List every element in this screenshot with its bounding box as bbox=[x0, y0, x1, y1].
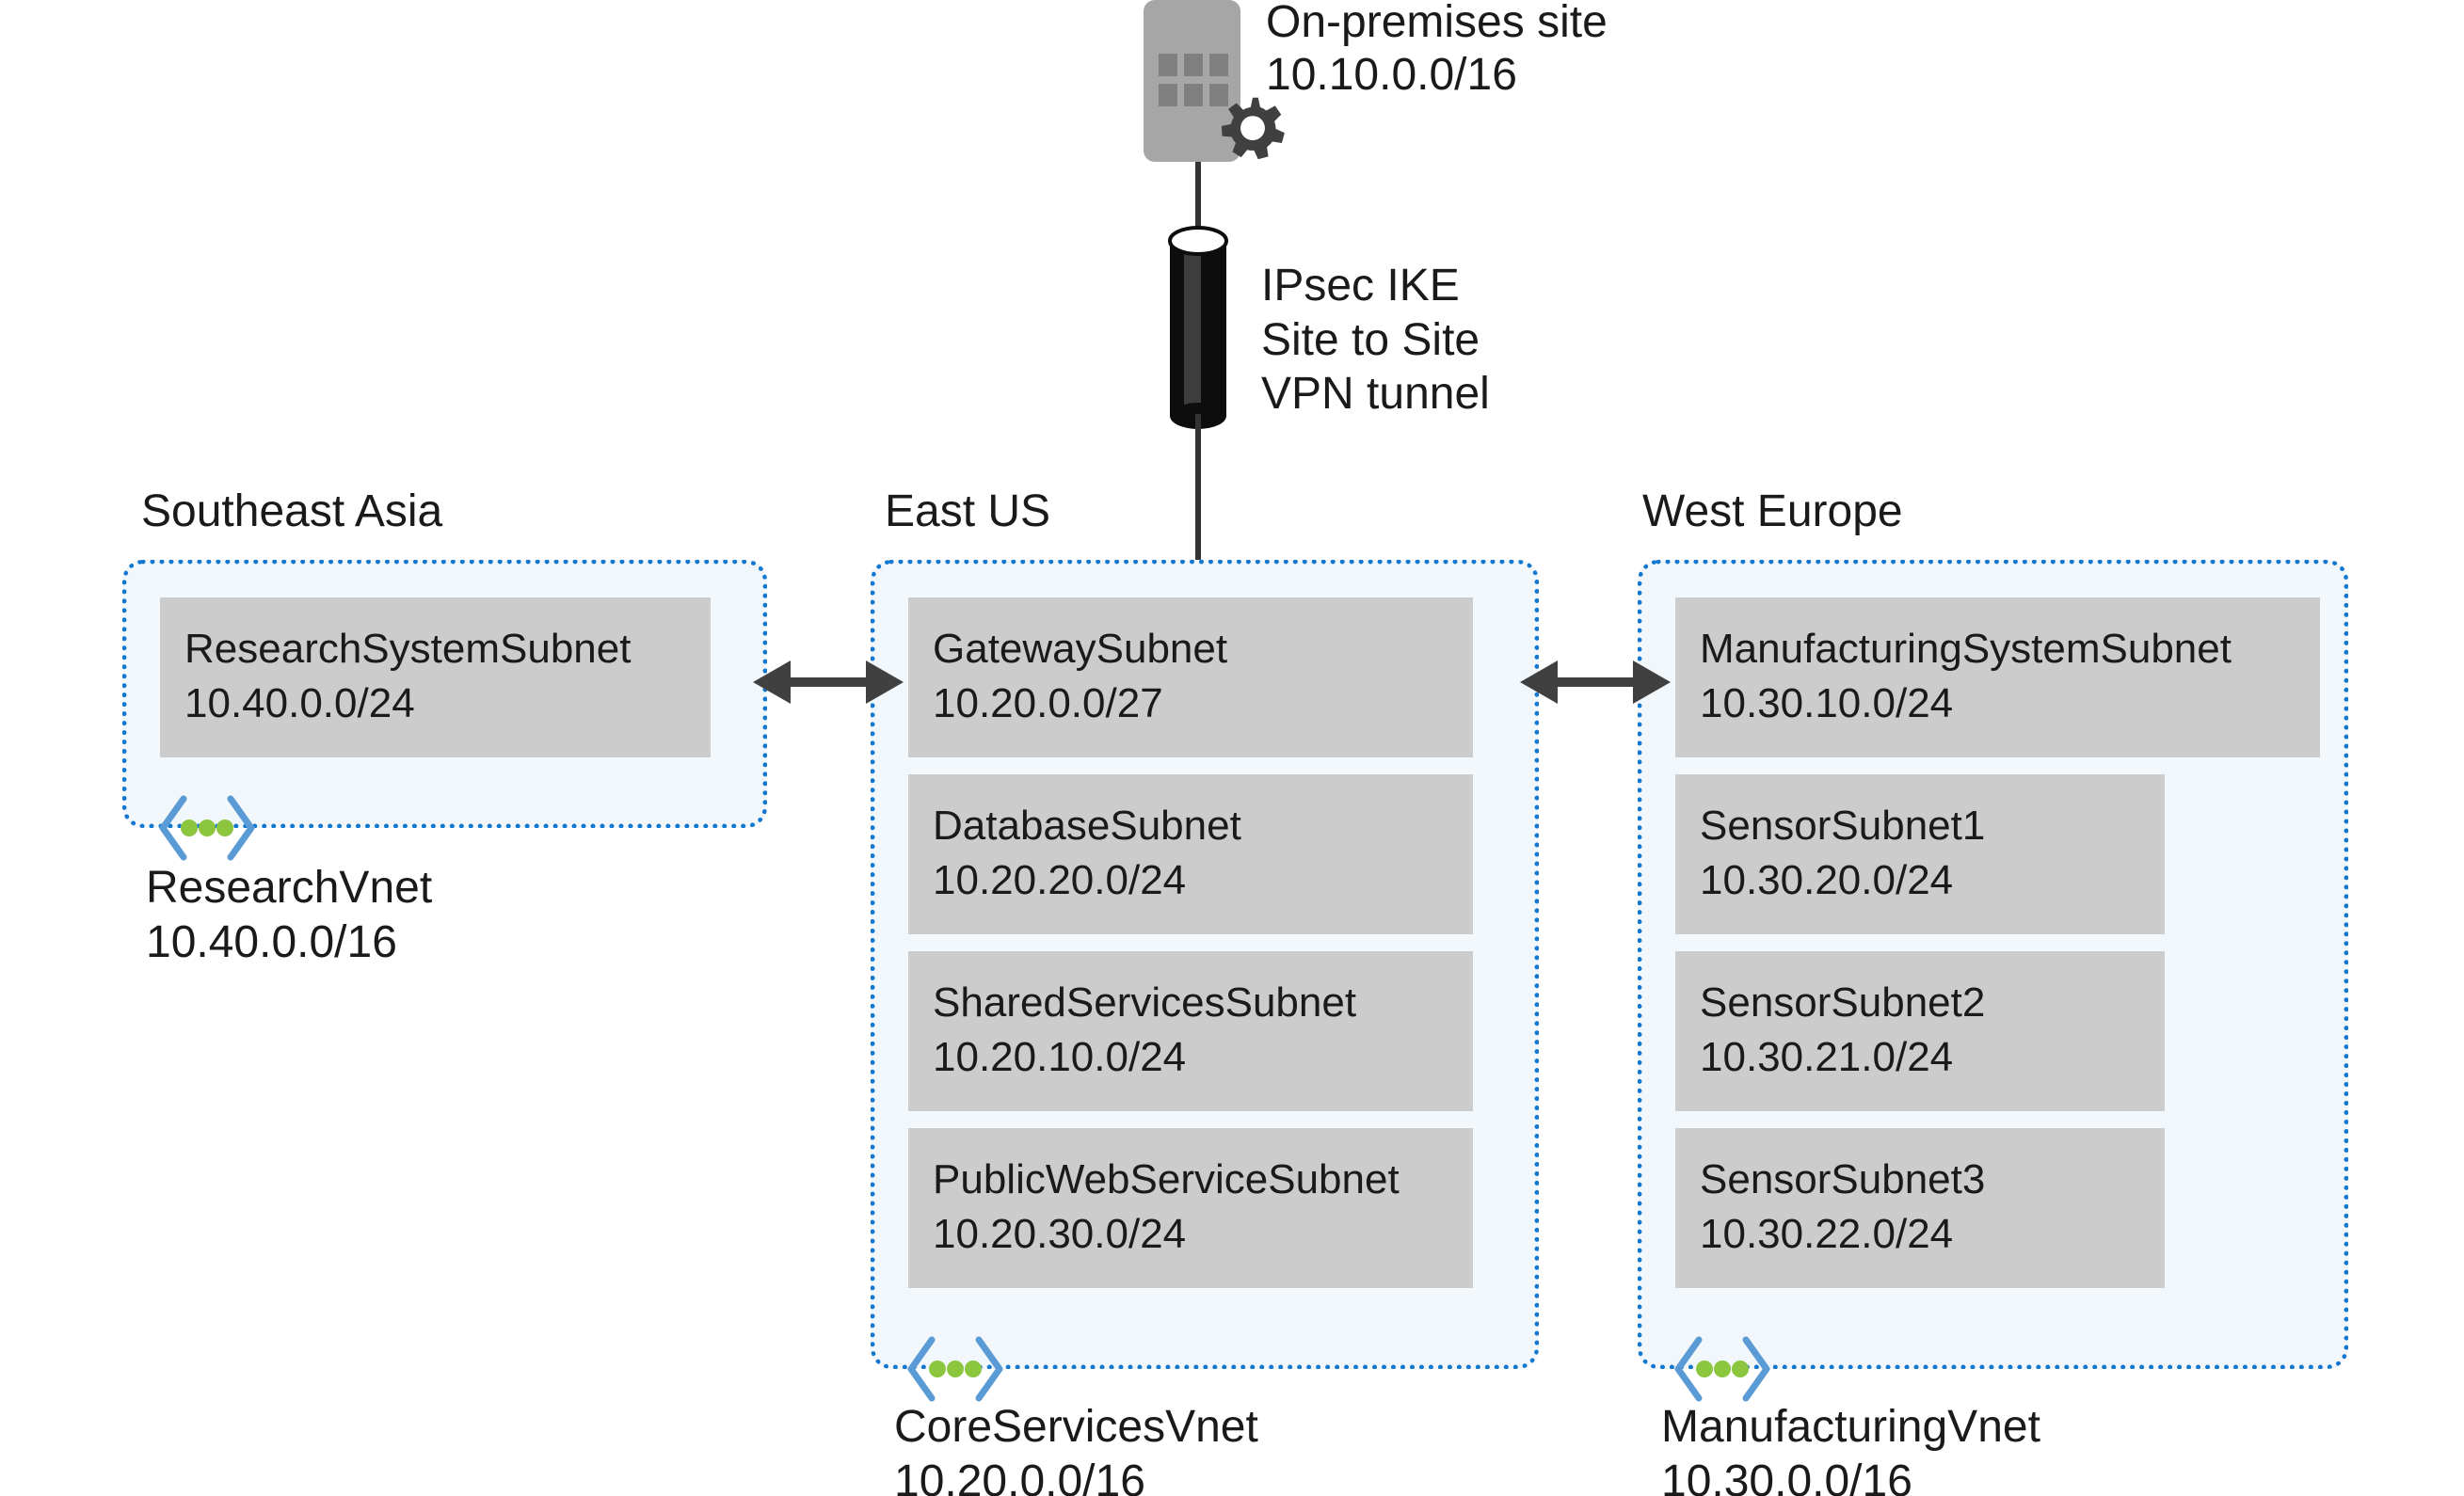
vnet-name: ResearchVnet bbox=[146, 863, 433, 913]
subnet-name: SensorSubnet1 bbox=[1700, 803, 1986, 849]
vnet-chevron-dots-icon bbox=[1674, 1336, 1770, 1402]
vpn-tunnel-label-line2: Site to Site bbox=[1261, 314, 1480, 365]
subnet-name: PublicWebServiceSubnet bbox=[933, 1156, 1400, 1202]
subnet-name: SensorSubnet2 bbox=[1700, 979, 1986, 1026]
server-slot bbox=[1184, 84, 1203, 106]
vnet-cidr: 10.20.0.0/16 bbox=[894, 1456, 1145, 1496]
subnet-box[interactable]: SensorSubnet3 10.30.22.0/24 bbox=[1675, 1128, 2165, 1288]
subnet-name: ManufacturingSystemSubnet bbox=[1700, 626, 2232, 672]
subnet-box[interactable]: ManufacturingSystemSubnet 10.30.10.0/24 bbox=[1675, 597, 2320, 757]
double-headed-arrow-icon bbox=[1520, 660, 1671, 704]
subnet-stack: GatewaySubnet 10.20.0.0/27 DatabaseSubne… bbox=[908, 597, 1534, 1305]
vnet-caption-core-services: CoreServicesVnet 10.20.0.0/16 bbox=[894, 1400, 1258, 1496]
on-premises-site-name: On-premises site bbox=[1266, 0, 1608, 47]
vpn-tunnel-label-line1: IPsec IKE bbox=[1261, 261, 1460, 310]
vnet-container-research[interactable]: ResearchSystemSubnet 10.40.0.0/24 bbox=[122, 560, 767, 828]
subnet-box[interactable]: SensorSubnet2 10.30.21.0/24 bbox=[1675, 951, 2165, 1111]
vnet-caption-manufacturing: ManufacturingVnet 10.30.0.0/16 bbox=[1661, 1400, 2040, 1496]
server-slot bbox=[1184, 54, 1203, 76]
region-label-east-us: East US bbox=[885, 486, 1051, 536]
subnet-cidr: 10.20.0.0/27 bbox=[933, 680, 1163, 727]
gear-icon bbox=[1221, 97, 1285, 160]
vnet-cidr: 10.30.0.0/16 bbox=[1661, 1456, 1912, 1496]
server-slot bbox=[1209, 84, 1228, 106]
tunnel-connector-line-upper bbox=[1195, 162, 1201, 237]
on-premises-site-group: On-premises site 10.10.0.0/16 bbox=[1144, 0, 1708, 169]
subnet-cidr: 10.20.20.0/24 bbox=[933, 857, 1187, 904]
subnet-box[interactable]: DatabaseSubnet 10.20.20.0/24 bbox=[908, 774, 1473, 934]
vnet-chevron-dots-icon bbox=[907, 1336, 1003, 1402]
on-premises-site-label: On-premises site 10.10.0.0/16 bbox=[1266, 0, 1608, 101]
subnet-name: SensorSubnet3 bbox=[1700, 1156, 1986, 1202]
vpn-tunnel-label-line3: VPN tunnel bbox=[1261, 369, 1490, 420]
vpn-tunnel-label: IPsec IKE Site to Site VPN tunnel bbox=[1261, 259, 1490, 422]
subnet-cidr: 10.30.20.0/24 bbox=[1700, 857, 1954, 904]
subnet-cidr: 10.30.21.0/24 bbox=[1700, 1034, 1954, 1081]
server-slot bbox=[1159, 54, 1177, 76]
vnet-name: CoreServicesVnet bbox=[894, 1402, 1258, 1452]
tunnel-connector-line-lower bbox=[1195, 414, 1201, 565]
subnet-cidr: 10.40.0.0/24 bbox=[184, 680, 415, 727]
subnet-cidr: 10.30.22.0/24 bbox=[1700, 1211, 1954, 1258]
vnet-cidr: 10.40.0.0/16 bbox=[146, 916, 397, 967]
vnet-container-core-services[interactable]: GatewaySubnet 10.20.0.0/27 DatabaseSubne… bbox=[871, 560, 1539, 1369]
region-label-southeast-asia: Southeast Asia bbox=[141, 486, 443, 536]
subnet-box[interactable]: PublicWebServiceSubnet 10.20.30.0/24 bbox=[908, 1128, 1473, 1288]
vnet-container-manufacturing[interactable]: ManufacturingSystemSubnet 10.30.10.0/24 … bbox=[1638, 560, 2348, 1369]
subnet-name: ResearchSystemSubnet bbox=[184, 626, 632, 672]
vnet-caption-research: ResearchVnet 10.40.0.0/16 bbox=[146, 861, 432, 969]
subnet-name: SharedServicesSubnet bbox=[933, 979, 1357, 1026]
server-rack-icon bbox=[1144, 0, 1240, 162]
subnet-stack: ResearchSystemSubnet 10.40.0.0/24 bbox=[160, 597, 762, 774]
region-label-west-europe: West Europe bbox=[1642, 486, 1903, 536]
vnet-name: ManufacturingVnet bbox=[1661, 1402, 2040, 1452]
subnet-box[interactable]: SharedServicesSubnet 10.20.10.0/24 bbox=[908, 951, 1473, 1111]
double-headed-arrow-icon bbox=[753, 660, 904, 704]
subnet-name: GatewaySubnet bbox=[933, 626, 1228, 672]
server-slot bbox=[1159, 84, 1177, 106]
vnet-chevron-dots-icon bbox=[159, 795, 255, 861]
server-rack-slots bbox=[1159, 54, 1228, 110]
vpn-tunnel-icon bbox=[1168, 226, 1228, 429]
subnet-stack: ManufacturingSystemSubnet 10.30.10.0/24 … bbox=[1675, 597, 2344, 1305]
on-premises-site-cidr: 10.10.0.0/16 bbox=[1266, 49, 1517, 100]
subnet-box[interactable]: ResearchSystemSubnet 10.40.0.0/24 bbox=[160, 597, 711, 757]
subnet-cidr: 10.20.10.0/24 bbox=[933, 1034, 1187, 1081]
subnet-box[interactable]: GatewaySubnet 10.20.0.0/27 bbox=[908, 597, 1473, 757]
subnet-cidr: 10.30.10.0/24 bbox=[1700, 680, 1954, 727]
subnet-cidr: 10.20.30.0/24 bbox=[933, 1211, 1187, 1258]
server-slot bbox=[1209, 54, 1228, 76]
subnet-name: DatabaseSubnet bbox=[933, 803, 1241, 849]
subnet-box[interactable]: SensorSubnet1 10.30.20.0/24 bbox=[1675, 774, 2165, 934]
